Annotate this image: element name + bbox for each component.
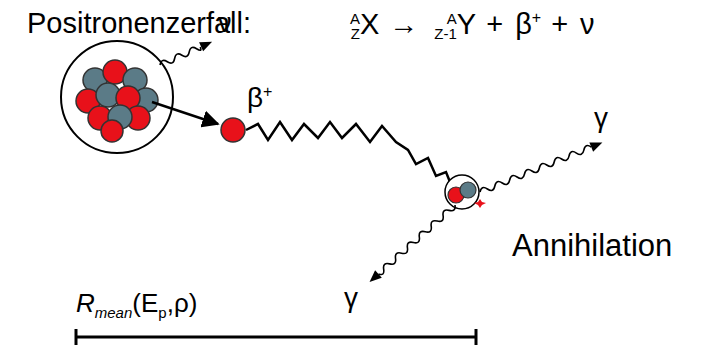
- nuclide-indices: AZ: [350, 11, 360, 43]
- gamma-wave: [366, 201, 458, 285]
- positron-label-part: β: [247, 82, 263, 113]
- nuclide-index: A: [434, 11, 457, 27]
- neutrino-label-part: ν: [218, 8, 232, 38]
- decay-equation-part: +: [551, 8, 568, 40]
- emission-arrow: [152, 102, 218, 124]
- gamma-label-part: γ: [344, 282, 358, 313]
- annihilation-label: Annihilation: [512, 230, 672, 261]
- gamma-label: γ: [594, 104, 608, 132]
- annihilation-outline: [445, 175, 479, 209]
- nuclide-index: Z-1: [434, 26, 457, 42]
- nuclide-indices: AZ-1: [434, 11, 457, 43]
- decay-equation-part: Y: [457, 8, 476, 40]
- positron-label: β+: [247, 84, 272, 112]
- neutrino-label: ν: [218, 10, 232, 37]
- gamma-wave: [478, 138, 604, 197]
- electron-ball: [460, 182, 476, 198]
- range-label-part: R: [76, 288, 95, 318]
- range-label-part: p: [158, 304, 166, 321]
- decay-equation-part: +: [486, 8, 503, 40]
- nucleus-outline: [61, 41, 173, 153]
- range-label-part: (E: [132, 288, 158, 318]
- range-bar: [76, 329, 476, 345]
- nuclide-index: A: [350, 11, 360, 27]
- nuclide-index: Z: [350, 26, 360, 42]
- decay-equation-part: →: [389, 8, 418, 40]
- positron-track: [246, 122, 450, 182]
- decay-equation-part: ν: [580, 8, 595, 40]
- decay-equation-part: β: [515, 8, 532, 40]
- annihilation-flash: [474, 199, 486, 208]
- decay-equation-part: +: [532, 9, 541, 26]
- decay-equation: AZX→AZ-1Y+β++ν: [350, 10, 595, 42]
- annihilation-label-part: Annihilation: [512, 228, 672, 263]
- decay-equation-part: X: [360, 8, 379, 40]
- range-label-part: ,ρ): [167, 288, 198, 318]
- title-text: Positronenzerfall:: [27, 9, 251, 38]
- gamma-label: γ: [344, 284, 358, 312]
- gamma-label-part: γ: [594, 102, 608, 133]
- range-label: Rmean(Ep,ρ): [76, 290, 197, 320]
- positron-ball: [221, 118, 245, 142]
- nucleus-nucleons: [76, 60, 158, 142]
- positron-label-part: +: [263, 83, 272, 100]
- title-text: Positronenzerfall:: [27, 7, 251, 39]
- neutrino-wave: [158, 37, 214, 69]
- range-label-part: mean: [95, 304, 133, 321]
